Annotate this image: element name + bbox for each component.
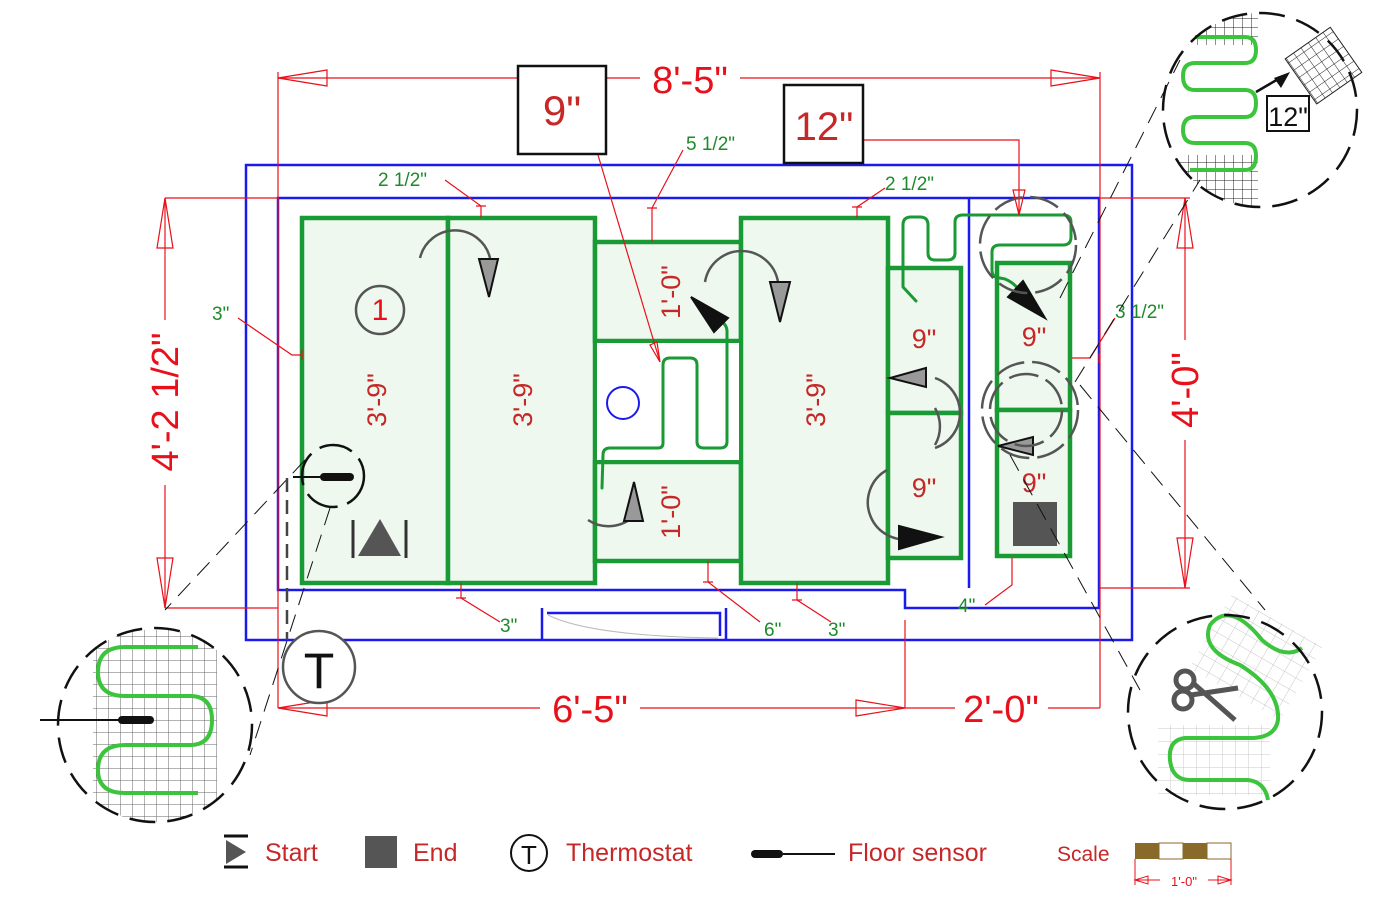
door-opening [540, 608, 728, 640]
mat-label: 3'-9" [801, 373, 831, 427]
arrow-heads [477, 258, 1048, 551]
legend-thermostat-symbol: T [521, 840, 537, 870]
arrow-head-gray [768, 281, 792, 323]
mat-panel-1[interactable] [299, 215, 451, 586]
callout-box-12 [782, 83, 865, 165]
detail-leaders [164, 59, 1266, 756]
mat-panel-6-top[interactable] [994, 260, 1073, 413]
callout-box-9 [516, 64, 608, 156]
dimension-lines [156, 69, 1194, 717]
heating-cable-runs [600, 213, 1073, 490]
bottom-left-dimension: 6'-5" [552, 689, 628, 731]
overall-height-right: 4'-0" [1165, 352, 1207, 428]
arrow-head-black [898, 524, 945, 551]
mat-label: 9" [1022, 322, 1047, 352]
offset-top-left: 2 1/2" [378, 170, 427, 191]
offset-left: 3" [212, 304, 229, 325]
legend: Start End T Thermostat Floor sensor Scal… [224, 834, 1233, 889]
mat-panel-5-top[interactable] [885, 265, 964, 416]
offset-alcove: 4" [958, 596, 975, 617]
overall-width: 8'-5" [652, 60, 728, 102]
mat-panel-4[interactable] [738, 215, 891, 586]
thermostat-symbol: T [304, 643, 335, 699]
detail-cut-mat [1126, 594, 1324, 811]
arrow-head-black [1006, 279, 1048, 321]
start-marker [351, 519, 408, 558]
legend-end-label: End [413, 839, 457, 867]
mat-label: 9" [912, 324, 937, 354]
offset-bottom-mid: 6" [764, 620, 781, 641]
legend-floor-sensor-label: Floor sensor [848, 839, 987, 867]
legend-scale-label: Scale [1057, 843, 1110, 866]
arrow-head-gray [886, 366, 927, 389]
mat-label: 3'-9" [508, 373, 538, 427]
detail-turn-cut: 12" [1161, 11, 1363, 209]
cable-run-right [901, 213, 1073, 303]
offset-right: 3 1/2" [1115, 302, 1164, 323]
floor-sensor-in-room [285, 443, 366, 640]
offset-bottom-left: 3" [500, 616, 517, 637]
arrow-head-black [690, 296, 730, 334]
offset-bottom-right: 3" [828, 620, 845, 641]
overall-height-left: 4'-2 1/2" [145, 332, 187, 471]
thermostat-icon[interactable] [281, 629, 357, 705]
mat-label: 9" [912, 473, 937, 503]
uncovered-area [597, 343, 739, 460]
offset-top-middle: 5 1/2" [686, 134, 735, 155]
floor-drain [606, 386, 640, 420]
detail-markers [978, 195, 1080, 460]
callout-9-label: 9" [543, 87, 581, 134]
legend-start-icon [224, 834, 248, 869]
detail-floor-sensor [40, 626, 254, 824]
scissors-icon [1171, 668, 1239, 722]
arrow-head-gray [477, 258, 500, 298]
outer-wall [244, 163, 1134, 642]
mat-number-badge [354, 284, 406, 336]
mat-label: 1'-0" [656, 265, 686, 319]
mat-panel-2[interactable] [445, 215, 598, 586]
scale-length: 1'-0" [1171, 874, 1197, 889]
mat-number: 1 [372, 294, 389, 327]
bottom-right-dimension: 2'-0" [963, 689, 1039, 731]
legend-thermostat-label: Thermostat [566, 839, 692, 867]
mat-label: 1'-0" [656, 485, 686, 539]
legend-end-icon [365, 836, 397, 868]
legend-thermostat-icon [510, 834, 548, 872]
offset-top-right: 2 1/2" [885, 174, 934, 195]
end-marker [1013, 502, 1057, 546]
mat-panel-3-bottom[interactable] [592, 459, 744, 564]
door-swing [547, 614, 719, 639]
door-leaf [547, 611, 722, 636]
callout-12-label: 12" [795, 105, 854, 149]
mat-label: 3'-9" [362, 373, 392, 427]
scale-bar: 1'-0" [1133, 842, 1233, 889]
cable-run-center [600, 318, 729, 490]
arrow-head-gray [622, 481, 645, 522]
legend-start-label: Start [265, 839, 318, 867]
mat-panel-6-bottom[interactable] [994, 407, 1073, 559]
legend-floor-sensor-icon [751, 850, 835, 858]
detail-12-label: 12" [1268, 102, 1308, 132]
